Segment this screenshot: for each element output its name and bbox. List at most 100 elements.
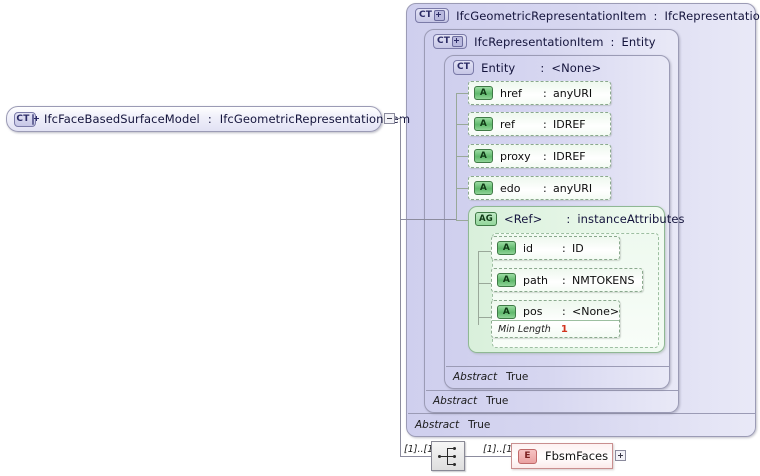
root-complex-type-node[interactable]: CT IfcFaceBasedSurfaceModel : IfcGeometr… xyxy=(6,106,410,132)
attribute-separator: : xyxy=(543,149,547,163)
ct-plus-icon[interactable]: CT xyxy=(433,34,468,49)
complex-type-name: IfcGeometricRepresentationItem xyxy=(456,8,647,23)
ct-badge-label: CT xyxy=(457,62,471,72)
complex-type-header: CT IfcRepresentationItem : Entity xyxy=(433,34,656,49)
attribute-icon: A xyxy=(474,117,493,131)
cardinality-left: [1]..[1] xyxy=(404,444,437,455)
ct-icon[interactable]: CT xyxy=(453,60,475,75)
attribute-separator: : xyxy=(543,181,547,195)
sequence-node-dot xyxy=(438,455,441,458)
attribute-row-pos[interactable]: A pos : <None> Min Length 1 xyxy=(491,300,620,338)
attribute-type: IDREF xyxy=(553,149,586,163)
ct-plus-icon[interactable]: CT xyxy=(14,111,39,127)
attribute-row-ref[interactable]: A ref : IDREF xyxy=(468,112,611,136)
element-node-fbsmfaces[interactable]: E FbsmFaces xyxy=(511,443,613,469)
root-separator: : xyxy=(207,112,212,126)
element-name: FbsmFaces xyxy=(545,449,609,463)
attribute-separator: : xyxy=(543,117,547,131)
attribute-type: <None> xyxy=(572,305,620,318)
attribute-group-separator: : xyxy=(566,212,571,226)
ct-badge-label: CT xyxy=(419,10,433,20)
attribute-tree-stub xyxy=(456,124,468,125)
attribute-type: anyURI xyxy=(553,181,593,195)
attribute-separator: : xyxy=(562,241,566,255)
root-type: IfcGeometricRepresentationItem xyxy=(219,112,411,126)
plus-square-icon[interactable] xyxy=(434,10,446,21)
abstract-label: Abstract xyxy=(433,395,478,407)
attribute-tree-stub xyxy=(456,156,468,157)
attribute-type: anyURI xyxy=(553,86,593,100)
ct-badge-label: CT xyxy=(437,36,451,46)
attribute-row-proxy[interactable]: A proxy : IDREF xyxy=(468,144,611,168)
attribute-separator: : xyxy=(562,273,566,287)
sequence-compositor-icon[interactable] xyxy=(431,441,465,471)
facet-label: Min Length xyxy=(498,323,551,335)
root-name: IfcFaceBasedSurfaceModel xyxy=(44,112,200,126)
abstract-value: True xyxy=(468,418,491,431)
attribute-group-name: <Ref> xyxy=(504,212,543,226)
complex-type-basetype: <None> xyxy=(551,60,602,75)
attribute-icon: A xyxy=(497,241,516,255)
attribute-row-href[interactable]: A href : anyURI xyxy=(468,81,611,105)
attribute-tree-stub xyxy=(456,93,468,94)
attribute-group-icon: AG xyxy=(475,212,497,226)
sequence-branch xyxy=(447,448,453,449)
complex-type-separator: : xyxy=(540,60,545,75)
attribute-icon: A xyxy=(474,86,493,100)
attribute-icon: A xyxy=(474,149,493,163)
abstract-label: Abstract xyxy=(415,418,460,431)
attribute-name: edo xyxy=(500,181,521,195)
attribute-group-type: instanceAttributes xyxy=(577,212,685,226)
complex-type-name: Entity xyxy=(481,60,516,75)
facet-value: 1 xyxy=(560,323,568,335)
attribute-row-id[interactable]: A id : ID xyxy=(491,236,620,260)
member-tree-stub xyxy=(478,283,492,284)
attribute-row-edo[interactable]: A edo : anyURI xyxy=(468,176,611,200)
expand-toggle-fbsmfaces[interactable] xyxy=(615,450,626,461)
abstract-value: True xyxy=(506,371,529,383)
sequence-branch-dot xyxy=(453,455,456,458)
attribute-type: NMTOKENS xyxy=(572,273,635,287)
attribute-icon: A xyxy=(474,181,493,195)
abstract-footer-outer: Abstract True xyxy=(408,413,756,435)
element-icon: E xyxy=(518,448,537,464)
complex-type-separator: : xyxy=(653,8,658,23)
attribute-separator: : xyxy=(543,86,547,100)
connector-to-sequence xyxy=(400,456,431,457)
attribute-row-path[interactable]: A path : NMTOKENS xyxy=(491,268,643,292)
abstract-footer-inner: Abstract True xyxy=(446,366,670,387)
ct-plus-icon[interactable]: CT xyxy=(415,8,450,23)
attribute-name: id xyxy=(523,241,534,255)
connector-sequence-to-element xyxy=(465,456,511,457)
attribute-type: ID xyxy=(572,241,584,255)
connector-vertical-main xyxy=(400,118,401,456)
attribute-name: href xyxy=(500,86,522,100)
plus-square-icon[interactable] xyxy=(31,113,39,125)
connector-to-attribute-tree xyxy=(400,219,456,220)
complex-type-basetype: Entity xyxy=(621,34,656,49)
attribute-name: path xyxy=(523,273,549,287)
attribute-name: proxy xyxy=(500,149,531,163)
attribute-icon: A xyxy=(497,273,516,287)
facet-min-length: Min Length 1 xyxy=(492,320,619,337)
collapse-toggle-root[interactable] xyxy=(384,113,395,124)
sequence-branch-dot xyxy=(453,447,456,450)
attribute-tree-stub xyxy=(456,188,468,189)
member-tree-stub xyxy=(478,317,492,318)
attribute-group-stub xyxy=(456,220,468,221)
member-tree-trunk xyxy=(478,251,479,325)
attribute-name: pos xyxy=(523,305,543,318)
attribute-separator: : xyxy=(562,305,566,318)
cardinality-right: [1]..[1] xyxy=(483,444,516,455)
complex-type-separator: : xyxy=(610,34,615,49)
sequence-branch-dot xyxy=(453,463,456,466)
complex-type-header: CT IfcGeometricRepresentationItem : IfcR… xyxy=(415,8,760,23)
complex-type-basetype: IfcRepresentationItem xyxy=(664,8,760,23)
plus-square-icon[interactable] xyxy=(452,36,464,47)
member-tree-stub xyxy=(478,251,492,252)
attribute-group-header: AG <Ref> : instanceAttributes xyxy=(475,212,685,226)
ct-badge-label: CT xyxy=(16,113,30,124)
attribute-name: ref xyxy=(500,117,515,131)
complex-type-header: CT Entity : <None> xyxy=(453,60,601,75)
